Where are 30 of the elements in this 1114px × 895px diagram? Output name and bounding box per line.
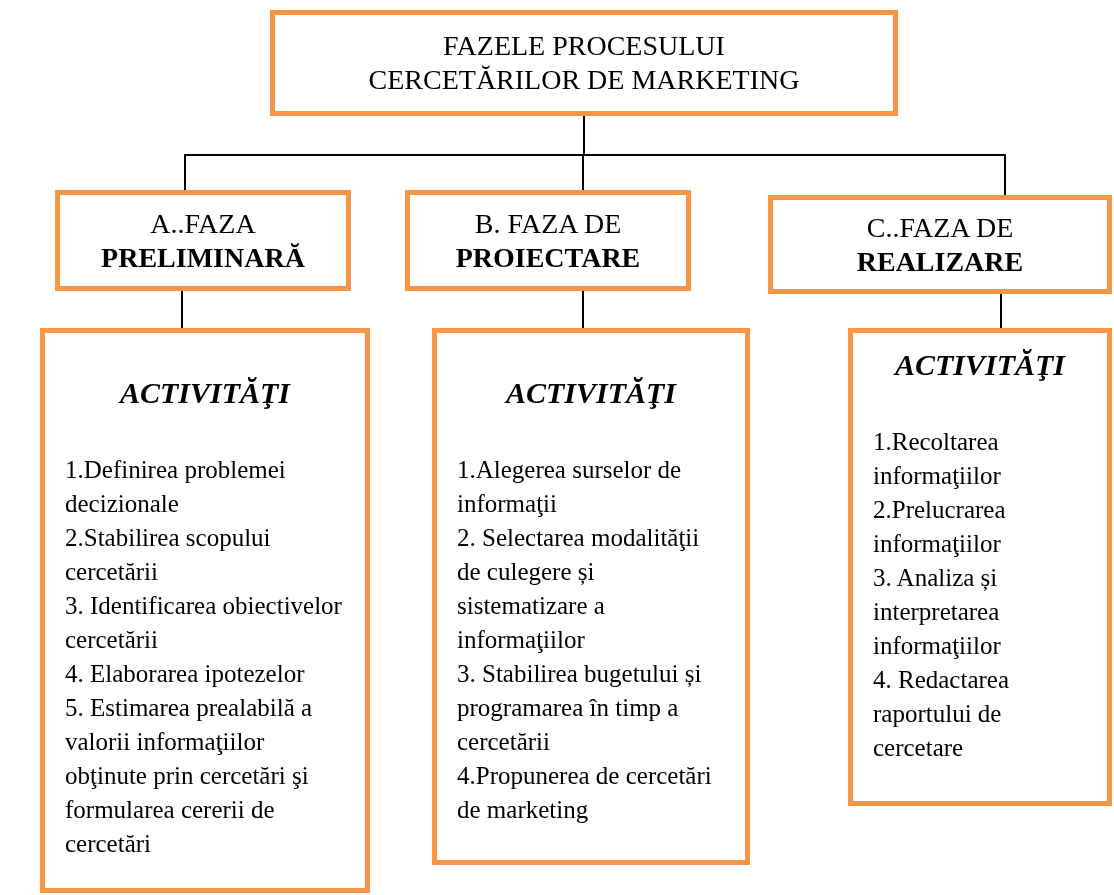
- activity-box: [40, 328, 370, 893]
- activity-item: 3. Stabilirea bugetului și programarea în timp a cercetării: [457, 659, 703, 757]
- title-box: [270, 10, 898, 116]
- activity-box: [432, 328, 750, 865]
- activity-heading: ACTIVITĂŢI: [505, 375, 676, 411]
- phase-title: C..FAZA DE REALIZARE: [855, 210, 1025, 279]
- activity-box: [848, 328, 1112, 806]
- activity-item: 1.Definirea problemei decizionale: [65, 455, 287, 519]
- activity-item: 2. Selectarea modalităţii de culegere și sistematizare a informaţiilor: [457, 523, 701, 655]
- connector-line: [582, 290, 584, 329]
- activity-item: 2.Prelucrarea informaţiilor: [873, 495, 1007, 559]
- phase-box: [405, 190, 691, 291]
- title-text: FAZELE PROCESULUI CERCETĂRILOR DE MARKETING: [367, 29, 801, 97]
- activity-item: 3. Identificarea obiectivelor cercetării: [65, 591, 343, 655]
- connector-line: [181, 290, 183, 329]
- phase-title: B. FAZA DE PROIECTARE: [454, 206, 642, 275]
- activity-heading: ACTIVITĂŢI: [894, 347, 1065, 383]
- phase-box: [768, 195, 1112, 294]
- activity-item: 1.Recoltarea informaţiilor: [873, 427, 1002, 491]
- activity-item: 1.Alegerea surselor de informaţii: [457, 455, 683, 519]
- activity-item: 5. Estimarea prealabilă a valorii informaţiilor obţinute prin cercetări şi formularea cererii de cercetări: [65, 693, 314, 859]
- connector-line: [1000, 293, 1002, 329]
- activity-item: 4.Propunerea de cercetări de marketing: [457, 761, 713, 825]
- activity-item: 4. Redactarea raportului de cercetare: [873, 665, 1011, 763]
- activity-heading: ACTIVITĂŢI: [119, 375, 290, 411]
- phase-box: [55, 190, 351, 291]
- activity-item: 4. Elaborarea ipotezelor: [65, 659, 306, 689]
- phase-title: A..FAZA PRELIMINARĂ: [100, 206, 306, 275]
- activity-item: 2.Stabilirea scopului cercetării: [65, 523, 272, 587]
- activity-item: 3. Analiza și interpretarea informaţiilor: [873, 563, 1002, 661]
